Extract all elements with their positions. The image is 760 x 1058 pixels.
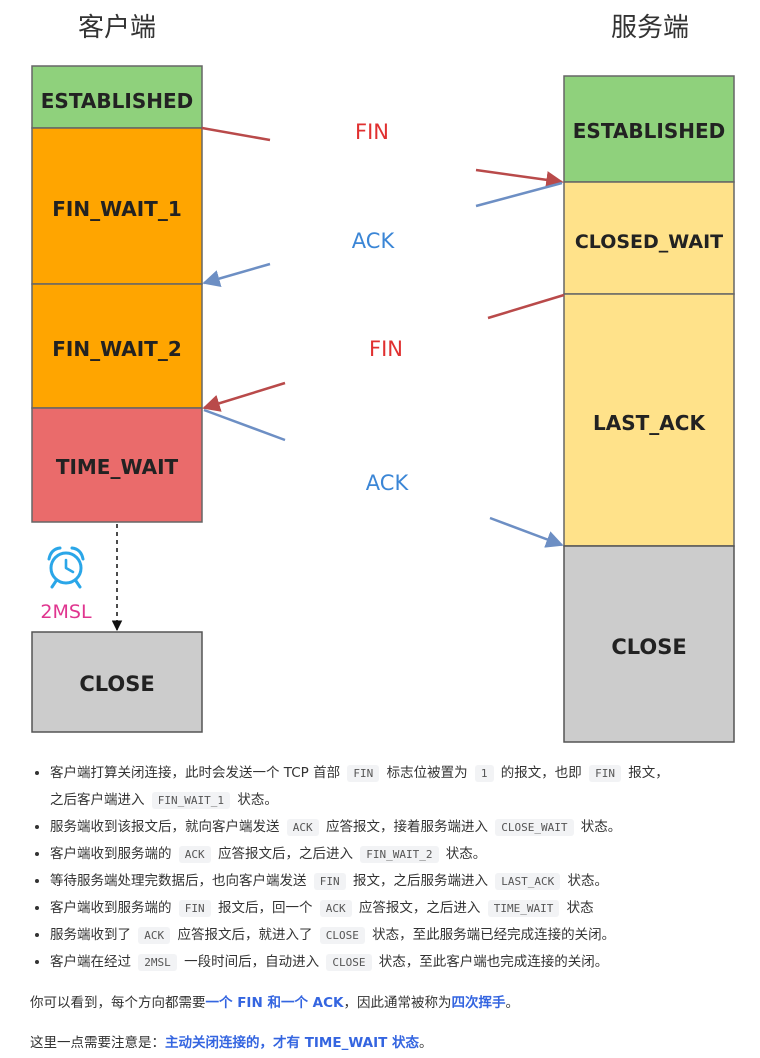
server-state-established: ESTABLISHED [563,75,735,183]
client-state-time-wait: TIME_WAIT [31,407,203,523]
text-segment: 的报文，也即 [496,765,587,781]
text-segment: 客户端收到服务端的 [50,846,176,862]
text-segment: 标志位被置为 [382,765,472,781]
highlight-text: 主动关闭连接的，才有 TIME_WAIT 状态 [165,1035,420,1051]
server-state-label: CLOSED_WAIT [575,231,723,253]
ack-arrow-1-start [475,181,563,208]
notes-section: 客户端打算关闭连接，此时会发送一个 TCP 首部 FIN 标志位被置为 1 的报… [30,760,742,1056]
inline-code: ACK [319,900,352,917]
text-segment: 应答报文后，之后进入 [213,846,358,862]
note-item: 服务端收到了 ACK 应答报文后，就进入了 CLOSE 状态，至此服务端已经完成… [50,922,742,949]
summary-paragraph: 你可以看到，每个方向都需要一个 FIN 和一个 ACK，因此通常被称为四次挥手。 [30,990,742,1016]
inline-code: LAST_ACK [495,873,561,890]
inline-code: CLOSE [319,927,365,944]
inline-code: CLOSE [326,954,372,971]
note-item: 等待服务端处理完数据后，也向客户端发送 FIN 报文，之后服务端进入 LAST_… [50,868,742,895]
text-segment: 一段时间后，自动进入 [179,954,324,970]
client-state-close: CLOSE [31,631,203,733]
text-segment: 状态。 [233,792,278,808]
text-segment: 状态。 [576,819,622,835]
fin-arrow-1-head [475,168,564,189]
message-fin-1: FIN [355,120,389,144]
text-segment: 状态，至此客户端也完成连接的关闭。 [374,954,609,970]
inline-code: FIN [589,765,621,782]
text-segment: 应答报文，接着服务端进入 [321,819,493,835]
ack-arrow-2-start [203,408,286,442]
text-segment: 等待服务端处理完数据后，也向客户端发送 [50,873,311,889]
text-segment: 。 [419,1035,433,1051]
alarm-clock-icon [47,546,85,589]
notes-list: 客户端打算关闭连接，此时会发送一个 TCP 首部 FIN 标志位被置为 1 的报… [30,760,742,976]
note-item: 客户端收到服务端的 FIN 报文后，回一个 ACK 应答报文，之后进入 TIME… [50,895,742,922]
client-state-label: FIN_WAIT_1 [52,197,181,221]
highlight-text: 一个 FIN 和一个 ACK [205,995,344,1011]
ack-arrow-2-head [489,516,564,548]
inline-code: FIN [178,900,211,917]
fin-arrow-1-start [201,126,271,142]
fin-arrow-2-start [487,293,565,320]
text-segment: 报文后，回一个 [213,900,317,916]
text-segment: 应答报文，之后进入 [354,900,485,916]
text-segment: 状态，至此服务端已经完成连接的关闭。 [367,927,616,943]
server-state-closed-wait: CLOSED_WAIT [563,181,735,295]
text-segment: 应答报文后，就进入了 [173,927,317,943]
text-segment: 状态。 [563,873,609,889]
server-state-label: CLOSE [611,635,686,659]
attention-paragraph: 这里一点需要注意是：主动关闭连接的，才有 TIME_WAIT 状态。 [30,1030,742,1056]
text-segment: 这里一点需要注意是： [30,1035,165,1051]
inline-code: FIN_WAIT_1 [151,792,231,809]
inline-code: FIN_WAIT_2 [360,846,439,863]
inline-code: CLOSE_WAIT [495,819,574,836]
text-segment: 客户端打算关闭连接，此时会发送一个 TCP 首部 [50,765,345,781]
server-state-label: LAST_ACK [593,411,706,435]
text-segment: 之后客户端进入 [50,792,149,808]
text-segment: 报文， [623,765,669,781]
client-state-label: TIME_WAIT [56,455,179,479]
text-segment: 服务端收到了 [50,927,136,943]
client-state-label: FIN_WAIT_2 [52,337,181,361]
message-ack-1: ACK [352,229,396,253]
inline-code: FIN [347,765,380,782]
note-item: 客户端在经过 2MSL 一段时间后，自动进入 CLOSE 状态，至此客户端也完成… [50,949,742,976]
client-state-label: ESTABLISHED [41,89,193,113]
text-segment: 客户端收到服务端的 [50,900,176,916]
client-state-fin-wait-2: FIN_WAIT_2 [31,283,203,409]
ack-arrow-1-head [202,262,271,288]
timer-label: 2MSL [40,601,92,623]
inline-code: 2MSL [138,954,177,971]
message-fin-2: FIN [369,337,403,361]
server-state-close: CLOSE [563,545,735,743]
note-item: 服务端收到该报文后，就向客户端发送 ACK 应答报文，接着服务端进入 CLOSE… [50,814,742,841]
text-segment: 。 [505,995,519,1011]
text-segment: 状态 [562,900,594,916]
text-segment: 状态。 [441,846,487,862]
text-segment: ，因此通常被称为 [343,995,452,1011]
server-state-last-ack: LAST_ACK [563,293,735,547]
inline-code: ACK [178,846,211,863]
highlight-text: 四次挥手 [451,995,506,1011]
text-segment: 你可以看到，每个方向都需要 [30,995,206,1011]
server-title: 服务端 [611,13,689,43]
inline-code: TIME_WAIT [487,900,560,917]
message-ack-2: ACK [366,471,410,495]
server-state-label: ESTABLISHED [573,119,725,143]
inline-code: FIN [313,873,346,890]
note-item: 客户端打算关闭连接，此时会发送一个 TCP 首部 FIN 标志位被置为 1 的报… [50,760,742,814]
client-state-fin-wait-1: FIN_WAIT_1 [31,127,203,285]
inline-code: ACK [286,819,319,836]
text-segment: 服务端收到该报文后，就向客户端发送 [50,819,284,835]
client-title: 客户端 [78,13,156,43]
text-segment: 客户端在经过 [50,954,136,970]
text-segment: 报文，之后服务端进入 [348,873,493,889]
client-state-established: ESTABLISHED [31,65,203,129]
client-state-label: CLOSE [79,672,154,696]
fin-arrow-2-head [202,381,286,412]
four-way-handshake-diagram: 客户端 服务端 ESTABLISHED FIN_WAIT_1 FIN_WAIT_… [31,13,735,743]
inline-code: 1 [474,765,494,782]
note-item: 客户端收到服务端的 ACK 应答报文后，之后进入 FIN_WAIT_2 状态。 [50,841,742,868]
inline-code: ACK [138,927,171,944]
